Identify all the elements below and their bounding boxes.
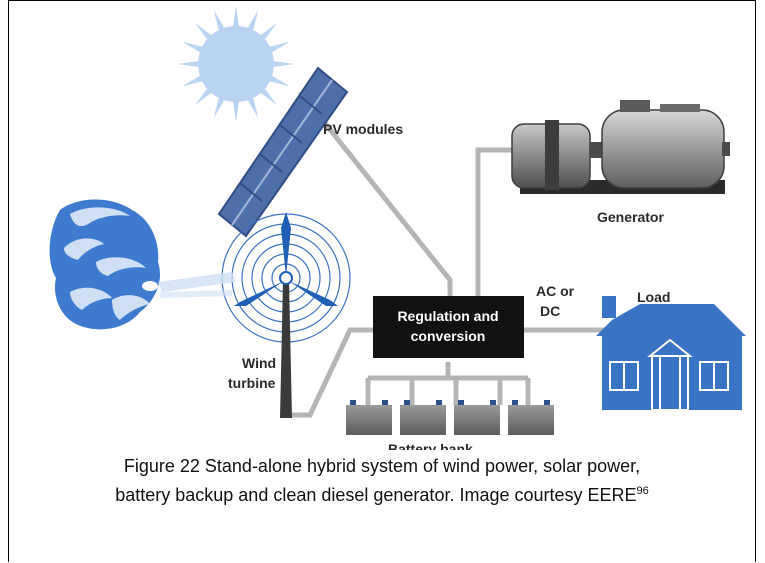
regulation-label-line2: conversion — [411, 328, 486, 344]
battery-1 — [346, 400, 392, 435]
wind-face-icon — [49, 199, 236, 330]
battery-bank-icon — [346, 400, 554, 435]
sun-ray — [267, 41, 290, 54]
sun-ray — [182, 41, 205, 54]
turbine-label: turbine — [228, 375, 276, 391]
hybrid-system-diagram: PV modules Generator Regulation and conv… — [49, 6, 746, 450]
pv-wire — [298, 90, 453, 296]
sun-ray — [182, 74, 205, 87]
pv-panel-icon — [217, 66, 349, 238]
sun-icon — [178, 6, 294, 122]
load-label: Load — [637, 289, 670, 305]
generator-wire — [475, 147, 512, 296]
sun-ray — [271, 60, 294, 68]
caption-line-2: battery backup and clean diesel generato… — [8, 481, 756, 510]
figure-caption: Figure 22 Stand-alone hybrid system of w… — [8, 452, 756, 510]
battery-bus — [365, 362, 531, 405]
wiring — [292, 90, 612, 418]
sun-ray — [267, 74, 290, 87]
pv-modules-label: PV modules — [323, 121, 403, 137]
regulation-label-line1: Regulation and — [397, 308, 498, 324]
sun-ray — [246, 10, 259, 33]
sun-ray — [232, 99, 240, 122]
wind-turbine-icon — [234, 212, 338, 418]
regulation-conversion-box: Regulation and conversion — [373, 296, 524, 358]
sun-ray — [213, 95, 226, 118]
battery-2 — [400, 400, 446, 435]
caption-line-1: Figure 22 Stand-alone hybrid system of w… — [123, 456, 641, 476]
caption-line-2-text: battery backup and clean diesel generato… — [115, 485, 637, 505]
caption-reference: 96 — [636, 485, 649, 497]
house-icon — [596, 296, 746, 411]
figure-frame — [8, 0, 756, 562]
generator-label: Generator — [597, 209, 664, 225]
dc-label: DC — [540, 303, 560, 319]
wind-label: Wind — [242, 355, 276, 371]
sun-ray — [213, 10, 226, 33]
generator-icon — [511, 100, 730, 194]
battery-bank-label: Battery bank — [388, 441, 473, 450]
sun-ray — [195, 23, 213, 41]
sun-ray — [259, 87, 277, 105]
ac-or-label: AC or — [536, 283, 575, 299]
turbine-wire — [292, 327, 373, 418]
battery-4 — [508, 400, 554, 435]
battery-3 — [454, 400, 500, 435]
sun-ray — [195, 87, 213, 105]
sun-ray — [246, 95, 259, 118]
sun-ray — [178, 60, 201, 68]
sun-ray — [232, 6, 240, 29]
sun-ray — [259, 23, 277, 41]
